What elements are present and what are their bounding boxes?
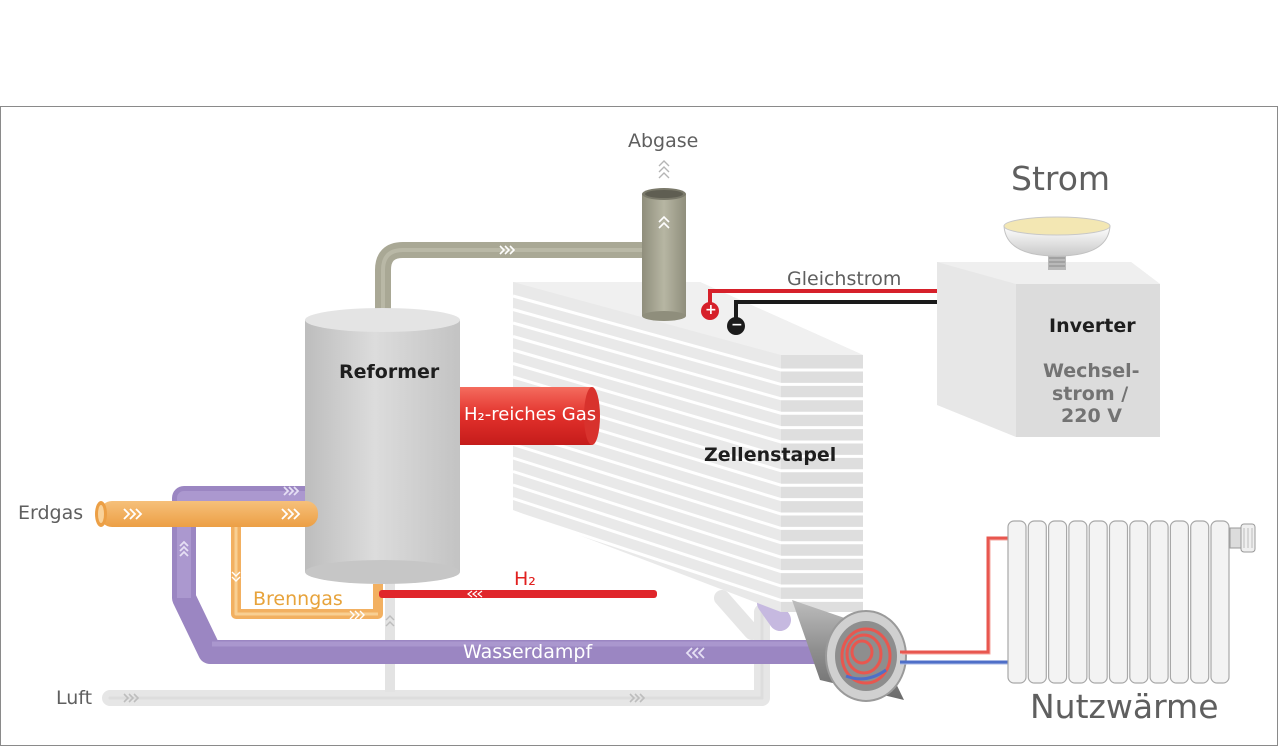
reformer-cylinder — [305, 308, 460, 584]
stack-plate-line — [512, 510, 863, 602]
air-label: Luft — [56, 687, 93, 709]
alternating-current-line-1: Wechsel- — [1043, 360, 1140, 382]
stack-plate-line — [512, 321, 863, 401]
h2-label: H₂ — [514, 568, 536, 590]
air-flow-arrows — [123, 693, 646, 703]
radiator-fin — [1088, 520, 1108, 684]
stack-plate-line — [512, 375, 863, 458]
radiator-fin — [1047, 520, 1068, 684]
exhaust-flow-arrows — [658, 160, 670, 179]
stack-plate-line — [512, 294, 863, 372]
inverter-box — [937, 262, 1160, 437]
stack-plate-line — [512, 497, 863, 588]
stack-plate-line — [512, 362, 863, 444]
dc-wires — [701, 289, 996, 335]
heat-coil-icon — [840, 627, 892, 685]
steam-pipe — [172, 486, 815, 664]
natural-gas-flow-arrows — [123, 508, 301, 520]
heating-lines — [900, 536, 1012, 665]
radiator-fin — [1149, 520, 1169, 684]
lamp-icon — [1003, 216, 1111, 270]
alternating-current-line-3: 220 V — [1061, 405, 1122, 427]
stack-plate-line — [512, 429, 863, 516]
stack-plate-line — [512, 470, 863, 559]
radiator — [1007, 520, 1230, 684]
radiator-fin — [1210, 520, 1230, 684]
direct-current-label: Gleichstrom — [787, 268, 902, 290]
radiator-fin — [1169, 520, 1190, 684]
cell-stack-label: Zellenstapel — [704, 444, 837, 466]
radiator-fin — [1068, 520, 1088, 684]
minus-sign-icon: − — [731, 317, 743, 333]
burner-gas-pipe — [231, 520, 383, 620]
radiator-fin — [1027, 520, 1047, 684]
radiator-fin — [1190, 520, 1210, 684]
radiator-fin — [1108, 520, 1129, 684]
useful-heat-label: Nutzwärme — [1030, 687, 1219, 726]
radiator-valve-icon — [1229, 523, 1256, 553]
alternating-current-line-2: strom / — [1052, 383, 1129, 405]
stack-plate-line — [512, 402, 863, 487]
stack-plate-line — [512, 308, 863, 386]
h2-rich-gas-label: H₂-reiches Gas — [464, 404, 597, 425]
h2-pipe — [379, 590, 657, 598]
power-label: Strom — [1011, 159, 1111, 198]
exhaust-return-pipe — [375, 242, 644, 316]
stack-plate-line — [512, 456, 863, 545]
fuel-cell-diagram — [95, 160, 1256, 706]
exhaust-label: Abgase — [628, 130, 699, 152]
reformer-label: Reformer — [339, 361, 440, 383]
stack-plate-line — [512, 416, 863, 502]
stack-plate-line — [512, 443, 863, 530]
stack-plate-line — [512, 335, 863, 415]
natural-gas-pipe — [95, 501, 318, 527]
negative-terminal-icon — [727, 317, 745, 335]
reformer-air-connector — [385, 580, 395, 692]
burner-gas-label: Brenngas — [253, 588, 343, 610]
natural-gas-label: Erdgas — [18, 502, 84, 524]
stack-plate-line — [512, 348, 863, 430]
positive-terminal-icon — [701, 302, 719, 320]
steam-flow-arrows — [179, 486, 705, 659]
heat-exchanger — [792, 600, 907, 702]
radiator-fin — [1007, 520, 1027, 684]
plus-sign-icon: + — [705, 302, 717, 318]
inverter-label: Inverter — [1049, 315, 1136, 337]
steam-label: Wasserdampf — [463, 641, 593, 663]
exhaust-chimney — [642, 160, 686, 321]
cell-stack — [512, 282, 863, 612]
stack-plate-line — [512, 483, 863, 574]
stack-plate-line — [512, 389, 863, 473]
radiator-fin — [1129, 520, 1149, 684]
h2-rich-gas-pipe — [460, 387, 600, 445]
